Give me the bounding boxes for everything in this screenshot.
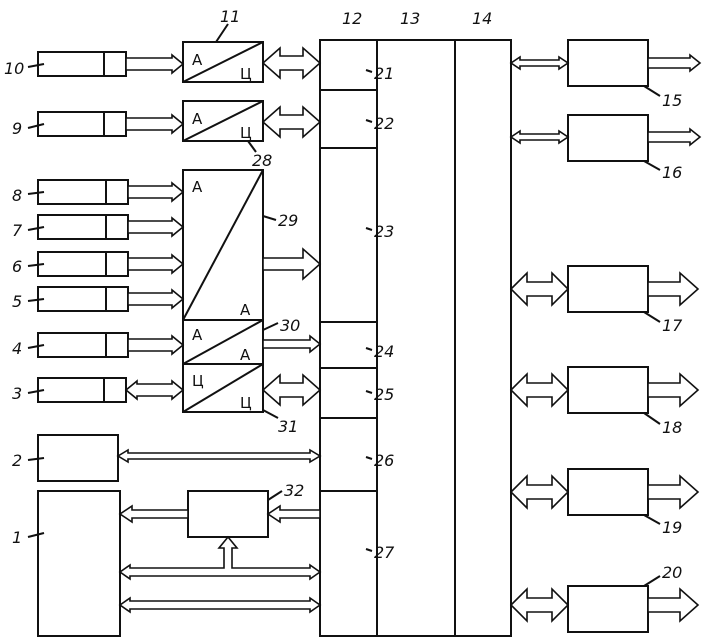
arrow-block-15-out	[647, 53, 702, 73]
converter-30-analog-mark-bottom: А	[240, 346, 251, 364]
label-9: 9	[12, 119, 22, 138]
block-19	[567, 468, 649, 516]
arrow-sensor-5	[127, 288, 185, 310]
arrow-sensor-9-to-adc-28	[125, 113, 185, 135]
arrow-switch-29-to-bus	[262, 247, 322, 281]
column-12-dividers	[320, 89, 377, 492]
sensor-3	[37, 377, 127, 403]
arrow-bus-block-17	[509, 271, 570, 307]
arrow-block-18-out	[647, 372, 700, 408]
block-16	[567, 114, 649, 162]
arrow-adc-11-bus	[261, 46, 322, 80]
arrow-sensor-3-bidir	[124, 379, 185, 401]
sensor-7	[37, 214, 129, 240]
label-23: 23	[374, 222, 394, 241]
adc-28-digital-mark: Ц	[240, 124, 252, 142]
leader-lines	[27, 23, 661, 587]
block-18	[567, 366, 649, 414]
label-22: 22	[374, 114, 394, 133]
label-10: 10	[4, 59, 24, 78]
arrow-converter-30-to-bus	[262, 334, 322, 354]
converter-31-digital-mark-top: Ц	[192, 372, 204, 390]
sensor-6	[37, 251, 129, 277]
sensor-4	[37, 332, 129, 358]
arrow-bus-block-20	[509, 587, 570, 623]
block-20	[567, 585, 649, 633]
arrow-block-1-bus-with-branch	[118, 535, 322, 581]
arrow-bus-block-16	[509, 129, 570, 145]
label-5: 5	[12, 292, 22, 311]
arrow-sensor-6	[127, 253, 185, 275]
label-13: 13	[400, 9, 420, 28]
arrow-converter-31-bus	[261, 373, 322, 407]
column-12	[319, 39, 378, 637]
label-20: 20	[662, 563, 682, 582]
label-8: 8	[12, 186, 22, 205]
block-2	[37, 434, 119, 482]
sensor-10	[37, 51, 127, 77]
label-2: 2	[12, 451, 22, 470]
label-30: 30	[280, 316, 300, 335]
arrow-sensor-8	[127, 181, 185, 203]
arrow-adc-28-bus	[261, 105, 322, 139]
label-1: 1	[12, 528, 22, 547]
adc-28	[182, 100, 264, 142]
label-21: 21	[374, 64, 394, 83]
label-31: 31	[278, 417, 298, 436]
arrow-block-32-to-block-1	[118, 504, 189, 524]
converter-30-analog-mark-top: А	[192, 326, 203, 344]
adc-11-analog-mark: А	[192, 51, 203, 69]
block-32	[187, 490, 269, 538]
sensor-9	[37, 111, 127, 137]
label-32: 32	[284, 481, 304, 500]
block-17	[567, 265, 649, 313]
label-28: 28	[252, 151, 272, 170]
arrow-block-2-bus	[116, 448, 322, 464]
arrow-bus-to-block-32	[266, 504, 321, 524]
adc-11	[182, 41, 264, 83]
label-26: 26	[374, 451, 394, 470]
block-15	[567, 39, 649, 87]
arrow-bus-block-19	[509, 474, 570, 510]
label-12: 12	[342, 9, 362, 28]
arrow-block-16-out	[647, 127, 702, 147]
label-15: 15	[662, 91, 682, 110]
switch-29-analog-mark-bottom: А	[240, 301, 251, 319]
converter-30	[182, 319, 264, 365]
switch-29-analog-mark-top: А	[192, 178, 203, 196]
arrow-bus-block-18	[509, 372, 570, 408]
column-13	[376, 39, 456, 637]
column-14	[454, 39, 512, 637]
label-11: 11	[220, 7, 240, 26]
arrow-block-19-out	[647, 474, 700, 510]
arrow-block-20-out	[647, 587, 700, 623]
sensor-8	[37, 179, 129, 205]
label-18: 18	[662, 418, 682, 437]
arrow-sensor-4	[127, 334, 185, 356]
label-16: 16	[662, 163, 682, 182]
label-19: 19	[662, 518, 682, 537]
label-6: 6	[12, 257, 22, 276]
block-1	[37, 490, 121, 637]
sensor-5	[37, 286, 129, 312]
arrow-sensor-7	[127, 216, 185, 238]
label-14: 14	[472, 9, 492, 28]
label-25: 25	[374, 385, 394, 404]
label-27: 27	[374, 543, 395, 562]
arrow-block-17-out	[647, 271, 700, 307]
arrow-block-1-bus-lower	[118, 596, 322, 614]
adc-28-analog-mark: А	[192, 110, 203, 128]
converter-31-digital-mark-bottom: Ц	[240, 394, 252, 412]
label-4: 4	[12, 339, 22, 358]
adc-11-digital-mark: Ц	[240, 65, 252, 83]
label-29: 29	[278, 211, 298, 230]
label-3: 3	[12, 384, 22, 403]
label-17: 17	[662, 316, 683, 335]
converter-31	[182, 363, 264, 413]
label-7: 7	[12, 221, 23, 240]
arrow-sensor-10-to-adc-11	[125, 53, 185, 75]
label-24: 24	[374, 342, 394, 361]
arrow-bus-block-15	[509, 55, 570, 71]
